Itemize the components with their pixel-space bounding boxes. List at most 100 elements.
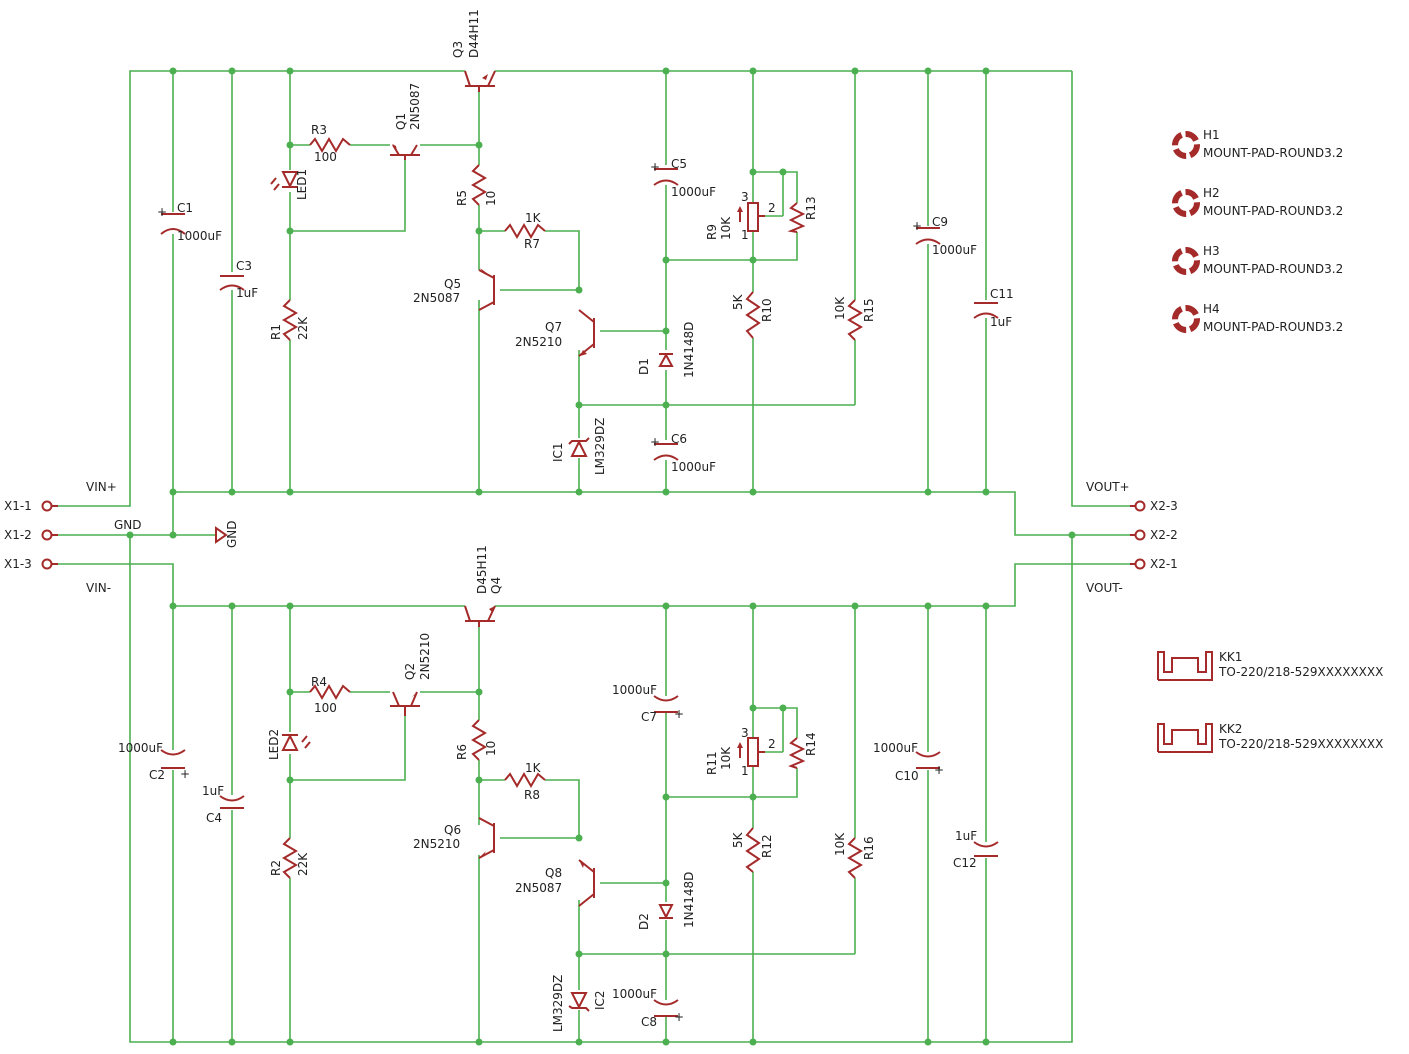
kk2-ref: KK2 <box>1219 722 1242 736</box>
r4-value: 100 <box>314 701 337 715</box>
r1-ref: R1 <box>269 324 283 340</box>
r2-ref: R2 <box>269 860 283 876</box>
c4-value: 1uF <box>202 784 224 798</box>
h4-value: MOUNT-PAD-ROUND3.2 <box>1203 320 1343 334</box>
c1-ref: C1 <box>177 201 193 215</box>
r5-ref: R5 <box>455 190 469 206</box>
c9-value: 1000uF <box>932 243 977 257</box>
led2-ref: LED2 <box>267 729 281 760</box>
svg-text:+: + <box>650 435 660 449</box>
r9-potentiometer: 3 2 1 R9 10K <box>705 190 776 242</box>
d1-diode: D1 1N4148D <box>637 322 696 378</box>
r3-value: 100 <box>314 150 337 164</box>
gnd-symbol-label: GND <box>225 520 239 548</box>
q3-transistor: Q3 D44H11 <box>451 9 496 92</box>
mount-pad-h1: H1 MOUNT-PAD-ROUND3.2 <box>1172 128 1343 160</box>
d1-value: 1N4148D <box>682 322 696 378</box>
ic1-value: LM329DZ <box>593 418 607 475</box>
r16-ref: R16 <box>862 836 876 860</box>
c5-value: 1000uF <box>671 185 716 199</box>
x2-3-pin <box>1134 500 1146 512</box>
d2-value: 1N4148D <box>682 872 696 928</box>
connector-x2: X2-3 X2-2 X2-1 <box>1130 499 1178 571</box>
q7-transistor: Q7 2N5210 <box>515 309 595 357</box>
r1-value: 22K <box>296 316 310 340</box>
r8-value: 1K <box>525 761 542 775</box>
r14-resistor: R14 <box>788 732 818 769</box>
h2-value: MOUNT-PAD-ROUND3.2 <box>1203 204 1343 218</box>
wires-positive-section <box>58 70 1130 536</box>
h1-ref: H1 <box>1203 128 1220 142</box>
q4-ref: Q4 <box>489 577 503 594</box>
c6-value: 1000uF <box>671 460 716 474</box>
c12-capacitor: 1uF C12 <box>953 829 999 870</box>
ic1-reference: IC1 LM329DZ <box>551 418 607 475</box>
r13-resistor: R13 <box>787 196 818 233</box>
ic2-ref: IC2 <box>593 990 607 1010</box>
ic1-ref: IC1 <box>551 442 565 462</box>
c3-ref: C3 <box>236 259 252 273</box>
q2-transistor: Q2 2N5210 <box>390 633 432 716</box>
c9-capacitor: + C9 1000uF <box>912 215 977 257</box>
c10-ref: C10 <box>895 769 919 783</box>
r1-resistor: R1 22K <box>269 299 310 341</box>
connector-x1: X1-1 X1-2 X1-3 <box>4 499 58 571</box>
r8-resistor: 1K R8 <box>504 761 546 802</box>
ic2-reference: LM329DZ IC2 <box>551 975 607 1032</box>
q7-value: 2N5210 <box>515 335 562 349</box>
mount-pad-h4: H4 MOUNT-PAD-ROUND3.2 <box>1172 302 1343 334</box>
r12-value: 5K <box>731 831 745 848</box>
r12-resistor: 5K R12 <box>731 827 774 873</box>
r10-ref: R10 <box>760 298 774 322</box>
x1-1-pin <box>41 500 53 512</box>
led1-ref: LED1 <box>295 169 309 200</box>
led2: LED2 <box>267 729 311 760</box>
q6-transistor: Q6 2N5210 <box>413 817 495 859</box>
r10-resistor: 5K R10 <box>731 291 774 339</box>
r9-pin2: 2 <box>768 201 776 215</box>
net-gnd: GND <box>114 518 142 532</box>
q2-value: 2N5210 <box>418 633 432 680</box>
wires-negative-section <box>58 535 1130 1043</box>
r9-pin1: 1 <box>741 228 749 242</box>
r5-value: 10 <box>484 191 498 206</box>
r6-value: 10 <box>484 741 498 756</box>
kk1-value: TO-220/218-529XXXXXXXX <box>1218 665 1383 679</box>
kk1-ref: KK1 <box>1219 650 1242 664</box>
r11-ref: R11 <box>705 751 719 775</box>
mount-pads: H1 MOUNT-PAD-ROUND3.2 H2 MOUNT-PAD-ROUND… <box>1172 128 1343 334</box>
c8-ref: C8 <box>641 1015 657 1029</box>
c11-ref: C11 <box>990 287 1014 301</box>
r7-ref: R7 <box>524 237 540 251</box>
q6-value: 2N5210 <box>413 837 460 851</box>
x1-3-pin <box>41 558 53 570</box>
h2-ref: H2 <box>1203 186 1220 200</box>
led1: LED1 <box>270 169 309 200</box>
c5-capacitor: + C5 1000uF <box>650 157 716 199</box>
svg-text:+: + <box>674 1010 684 1024</box>
x2-3-label: X2-3 <box>1150 499 1178 513</box>
c10-capacitor: + 1000uF C10 <box>873 741 944 783</box>
c12-ref: C12 <box>953 856 977 870</box>
r4-ref: R4 <box>311 675 327 689</box>
q8-ref: Q8 <box>545 866 562 880</box>
q7-ref: Q7 <box>545 320 562 334</box>
kk2-value: TO-220/218-529XXXXXXXX <box>1218 737 1383 751</box>
c4-capacitor: 1uF C4 <box>202 784 245 825</box>
d2-ref: D2 <box>637 913 651 930</box>
q6-ref: Q6 <box>444 823 461 837</box>
q8-transistor: Q8 2N5087 <box>515 859 595 907</box>
c9-ref: C9 <box>932 215 948 229</box>
r15-value: 10K <box>833 296 847 320</box>
c2-value: 1000uF <box>118 741 163 755</box>
d1-ref: D1 <box>637 358 651 375</box>
r16-resistor: 10K R16 <box>833 832 876 879</box>
c4-ref: C4 <box>206 811 222 825</box>
c1-value: 1000uF <box>177 229 222 243</box>
c3-capacitor: C3 1uF <box>219 259 258 300</box>
r5-resistor: R5 10 <box>455 164 498 206</box>
r3-resistor: R3 100 <box>309 123 351 164</box>
r3-ref: R3 <box>311 123 327 137</box>
net-vin-neg: VIN- <box>86 581 111 595</box>
